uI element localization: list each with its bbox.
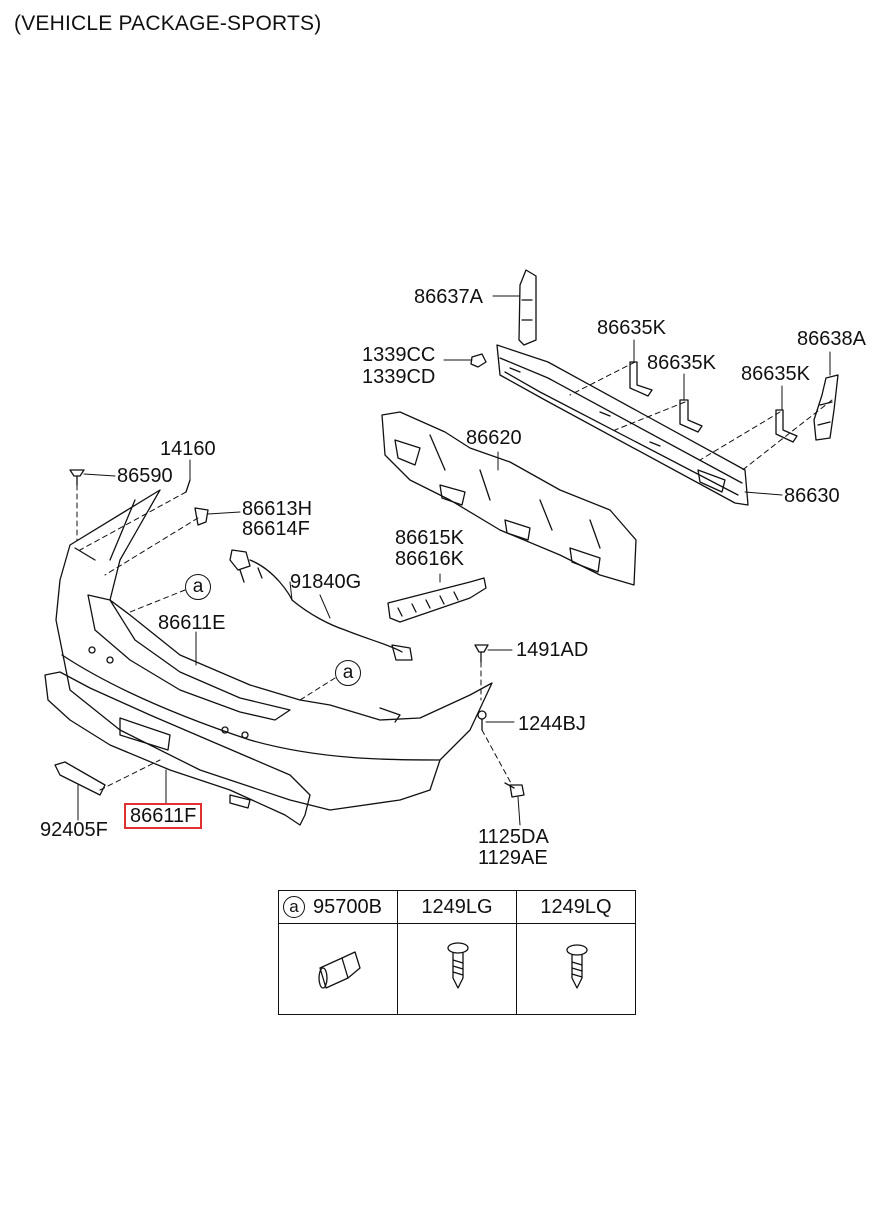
label-86611E: 86611E [158,612,226,634]
label-86635K-1: 86635K [597,317,666,339]
legend-cell-95700B: a 95700B [278,890,398,924]
screw-14160 [185,479,191,493]
bumper-beam-86630 [496,344,749,506]
label-86637A: 86637A [414,286,483,308]
leader-lines [77,295,831,826]
legend-part-1249LQ: 1249LQ [516,890,636,924]
label-86611F-highlighted[interactable]: 86611F [124,803,203,829]
bracket-86637A [518,269,537,346]
legend-part-95700B: 95700B [313,895,382,918]
label-1339CC: 1339CC [362,344,436,366]
energy-absorber-86620 [381,411,637,586]
label-86613H: 86613H [242,498,313,520]
page-title: (VEHICLE PACKAGE-SPORTS) [14,12,322,35]
label-86635K-3: 86635K [741,363,810,385]
label-86615K: 86615K [395,527,464,549]
label-1339CD: 1339CD [362,366,436,388]
bolt-1491AD [474,644,489,663]
clip-86635K [629,361,798,443]
side-bracket-86615K [387,577,487,623]
label-86616K: 86616K [395,548,464,570]
legend-callout-a: a [283,896,305,918]
legend-image-1249LQ [516,923,636,1015]
lower-lip-86611F [44,671,311,826]
label-86590: 86590 [117,465,173,487]
label-1244BJ: 1244BJ [518,713,586,735]
nut-1339CC [470,353,487,368]
bracket-86638A [813,374,839,441]
label-86620: 86620 [466,427,522,449]
callout-a-lower: a [335,660,361,686]
wiring-91840G [229,549,413,661]
fastener-86590 [69,469,85,486]
legend-table: a 95700B 1249LG 1249LQ [278,890,636,1015]
label-86614F: 86614F [242,518,310,540]
legend-image-1249LG [397,923,517,1015]
label-1491AD: 1491AD [516,639,589,661]
bolt-1125DA [504,782,525,798]
label-86638A: 86638A [797,328,866,350]
legend-part-1249LG: 1249LG [397,890,517,924]
label-14160: 14160 [160,438,216,460]
label-1129AE: 1129AE [478,847,548,869]
label-1125DA: 1125DA [478,826,549,848]
reflector-92405F [54,761,106,796]
label-86635K-2: 86635K [647,352,716,374]
label-92405F: 92405F [40,819,108,841]
assembly-lines [76,361,833,791]
label-91840G: 91840G [290,571,362,593]
bracket-86613H [194,507,209,526]
legend-image-95700B [278,923,398,1015]
label-86630: 86630 [784,485,840,507]
callout-a-upper: a [185,574,211,600]
screw-1244BJ [477,710,487,731]
